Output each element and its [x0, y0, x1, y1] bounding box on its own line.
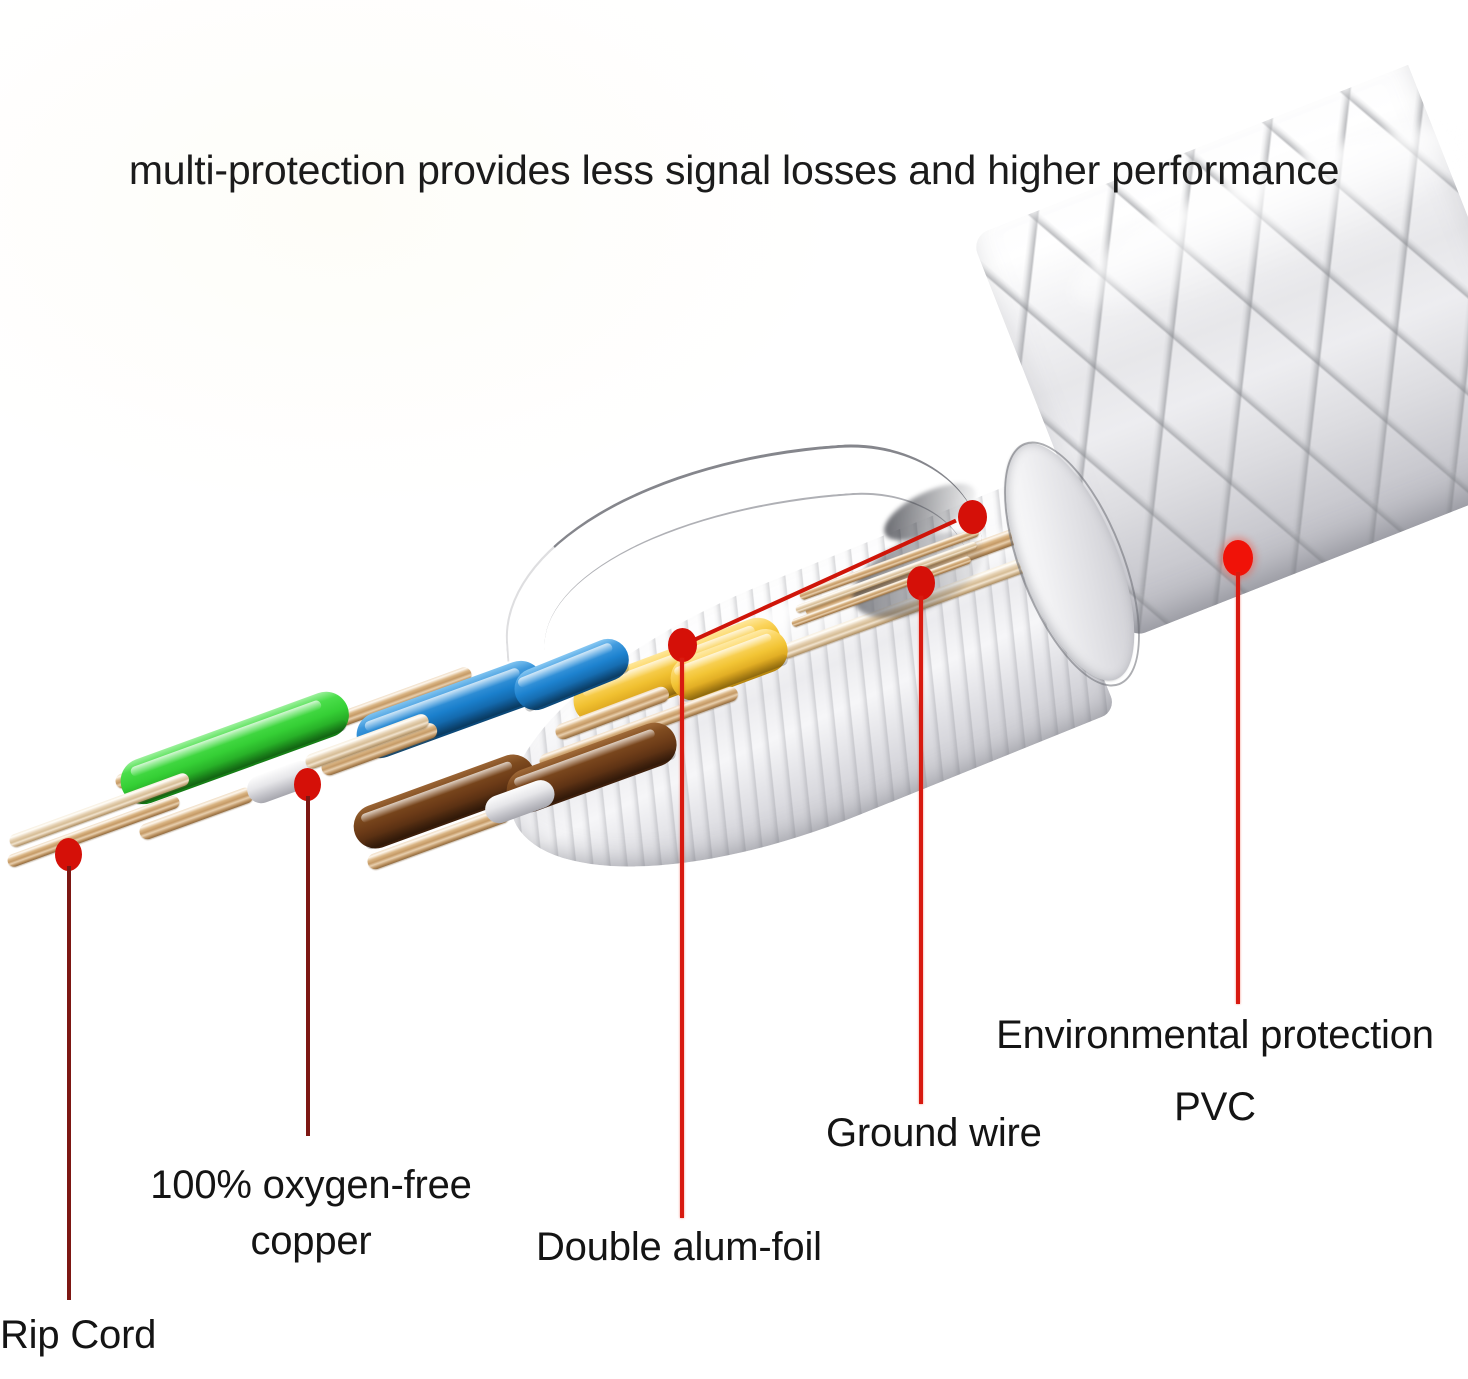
callout-label-oxygen-copper-line2: copper	[250, 1219, 372, 1263]
callout-label-pvc-line2: PVC	[1174, 1085, 1256, 1129]
callout-dot-oxygen-copper	[294, 768, 321, 801]
callout-dot-rip-cord	[55, 838, 82, 871]
callout-label-oxygen-copper-line1: 100% oxygen-free	[150, 1163, 472, 1207]
callout-dot-alum-foil-anchor	[958, 500, 987, 534]
callout-label-alum-foil: Double alum-foil	[536, 1225, 822, 1269]
callout-dot-ground-wire	[907, 566, 935, 600]
callout-label-ground-wire: Ground wire	[826, 1111, 1042, 1155]
page-title: multi-protection provides less signal lo…	[128, 147, 1340, 193]
callout-leader-rip-cord	[67, 866, 71, 1300]
callout-leader-alum-foil	[680, 658, 684, 1218]
callout-dot-pvc	[1223, 540, 1253, 576]
callout-leader-oxygen-copper	[306, 796, 310, 1136]
callout-leader-pvc	[1236, 572, 1240, 1004]
callout-dot-alum-foil	[668, 628, 697, 662]
callout-label-rip-cord: Rip Cord	[0, 1313, 157, 1357]
callout-leader-ground-wire	[919, 596, 923, 1104]
callout-label-pvc-line1: Environmental protection	[996, 1013, 1434, 1057]
